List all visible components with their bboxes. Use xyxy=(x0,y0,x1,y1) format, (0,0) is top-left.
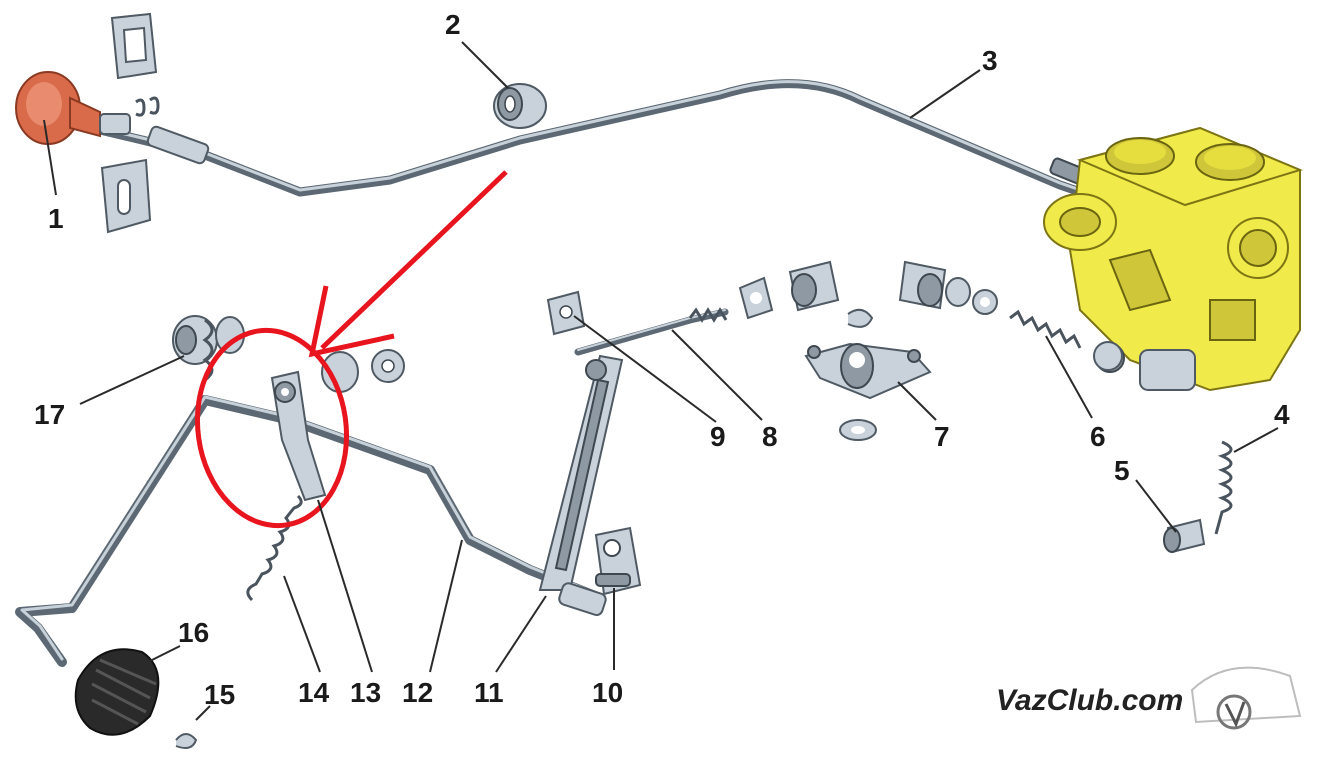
pedal-shaft xyxy=(15,395,605,667)
watermark: VazClub.com xyxy=(996,666,1302,730)
callout-16: 16 xyxy=(178,617,209,648)
callout-7: 7 xyxy=(934,421,950,452)
callout-3: 3 xyxy=(982,45,998,76)
carb-spring xyxy=(1163,440,1233,554)
car-logo-icon xyxy=(1190,666,1302,730)
link-rod xyxy=(546,290,729,356)
callout-17: 17 xyxy=(34,399,65,430)
callout-2: 2 xyxy=(445,9,461,40)
highlight-annotation xyxy=(194,170,508,529)
grommet xyxy=(493,83,547,129)
callout-14: 14 xyxy=(298,677,330,708)
callout-8: 8 xyxy=(762,421,778,452)
cable-rod xyxy=(95,79,1190,233)
callout-6: 6 xyxy=(1090,421,1106,452)
watermark-text: VazClub.com xyxy=(996,684,1183,717)
lever-bracket xyxy=(594,526,642,596)
bellcrank-plate xyxy=(804,342,932,441)
callout-5: 5 xyxy=(1114,455,1130,486)
callout-12: 12 xyxy=(402,677,433,708)
shaft-lever xyxy=(270,370,327,502)
shaft-bushing xyxy=(172,315,405,393)
callout-10: 10 xyxy=(592,677,623,708)
carburetor xyxy=(1043,126,1303,392)
return-spring xyxy=(246,494,303,602)
mounting-clips xyxy=(100,12,160,234)
callout-11: 11 xyxy=(474,677,504,708)
small-clip xyxy=(175,733,198,749)
callout-9: 9 xyxy=(710,421,726,452)
callout-4: 4 xyxy=(1274,399,1290,430)
intermediate-lever xyxy=(538,354,624,617)
rod-end-fittings xyxy=(738,260,1123,371)
callout-numbers: 1 2 3 4 5 6 7 8 9 10 11 12 13 14 15 16 1… xyxy=(34,9,1290,710)
pedal-pad xyxy=(74,648,160,736)
choke-knob xyxy=(15,71,131,145)
leader-lines xyxy=(43,41,1279,721)
callout-1: 1 xyxy=(48,203,64,234)
callout-15: 15 xyxy=(204,679,235,710)
callout-13: 13 xyxy=(350,677,381,708)
